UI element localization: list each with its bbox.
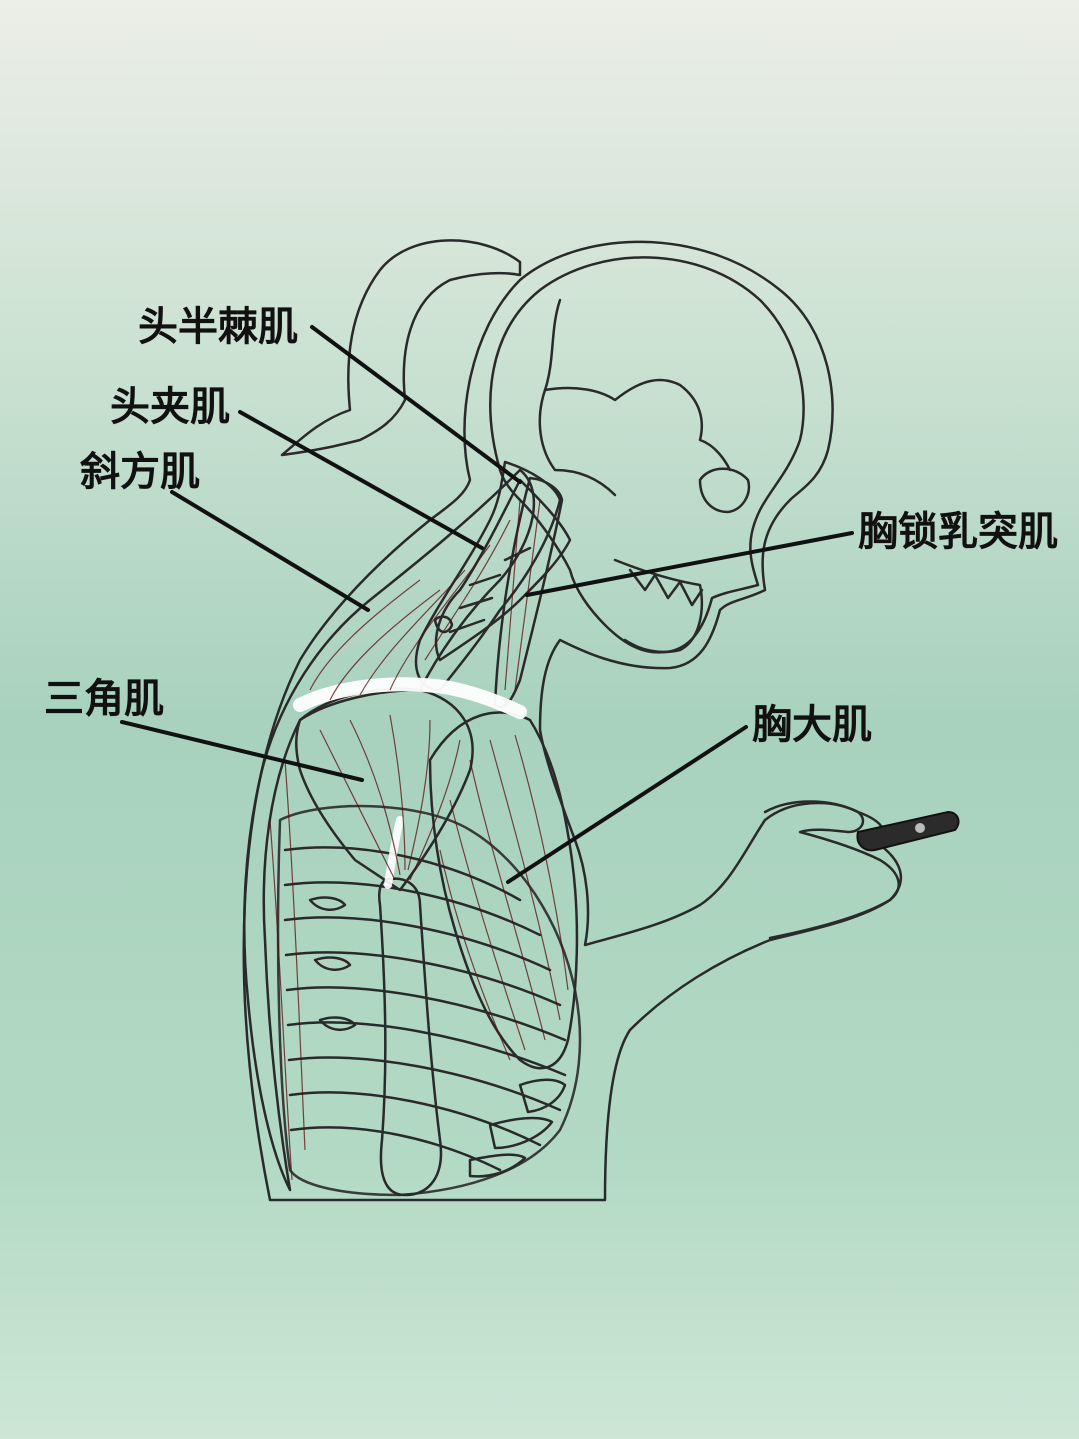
muscle-fibers — [269, 499, 569, 1181]
body-silhouette — [242, 240, 902, 1202]
skull — [489, 256, 805, 654]
rib-cage — [276, 804, 582, 1197]
trapezius-muscle — [243, 468, 535, 1192]
leader-sternocleidomastoid — [525, 531, 854, 597]
label-sternocleidomastoid: 胸锁乳突肌 — [858, 509, 1058, 555]
label-pectoralis-major: 胸大肌 — [752, 702, 872, 748]
phone — [856, 810, 960, 852]
ponytail — [280, 239, 522, 457]
leader-pectoralis — [506, 725, 748, 884]
skull-suture — [543, 298, 732, 472]
sternum-highlight — [384, 816, 404, 889]
phone-logo-icon — [915, 823, 925, 833]
leader-semispinalis — [310, 325, 522, 484]
leader-splenius — [238, 410, 484, 550]
leader-lines — [120, 325, 854, 884]
sternocleidomastoid-muscle — [493, 476, 564, 709]
teeth — [628, 568, 704, 607]
label-splenius-capitis: 头夹肌 — [110, 384, 230, 430]
pectoralis-major-muscle — [428, 711, 579, 1070]
skull-suture-2 — [538, 388, 617, 497]
label-deltoid: 三角肌 — [44, 676, 164, 722]
hand — [763, 800, 900, 940]
leader-deltoid — [120, 720, 364, 782]
humerus — [377, 877, 443, 1197]
eye-socket — [698, 467, 751, 514]
label-semispinalis-capitis: 头半棘肌 — [138, 304, 298, 350]
label-trapezius: 斜方肌 — [80, 449, 200, 495]
leader-trapezius — [170, 490, 370, 612]
